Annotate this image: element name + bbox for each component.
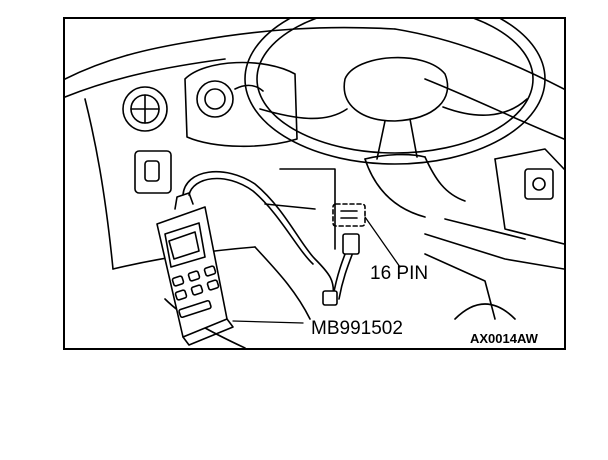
under-dash-area	[164, 168, 516, 348]
center-console	[424, 148, 564, 270]
dashboard-illustration	[65, 19, 564, 348]
figure-frame: 16 PIN MB991502 AX0014AW	[63, 17, 566, 350]
instrument-cluster	[184, 61, 298, 148]
connector-label: 16 PIN	[370, 263, 429, 284]
cable-plug	[322, 233, 360, 306]
dashboard-outline	[65, 26, 564, 270]
diagnostic-connector-16-pin	[332, 203, 366, 227]
left-air-vent	[122, 86, 168, 132]
steering-wheel	[244, 19, 546, 165]
leader-lines	[232, 216, 401, 324]
tool-part-number-label: MB991502	[311, 318, 403, 339]
steering-column	[364, 153, 466, 218]
switch-panel	[134, 150, 172, 194]
scan-tool-device	[156, 192, 234, 346]
figure-code-label: AX0014AW	[470, 331, 538, 346]
